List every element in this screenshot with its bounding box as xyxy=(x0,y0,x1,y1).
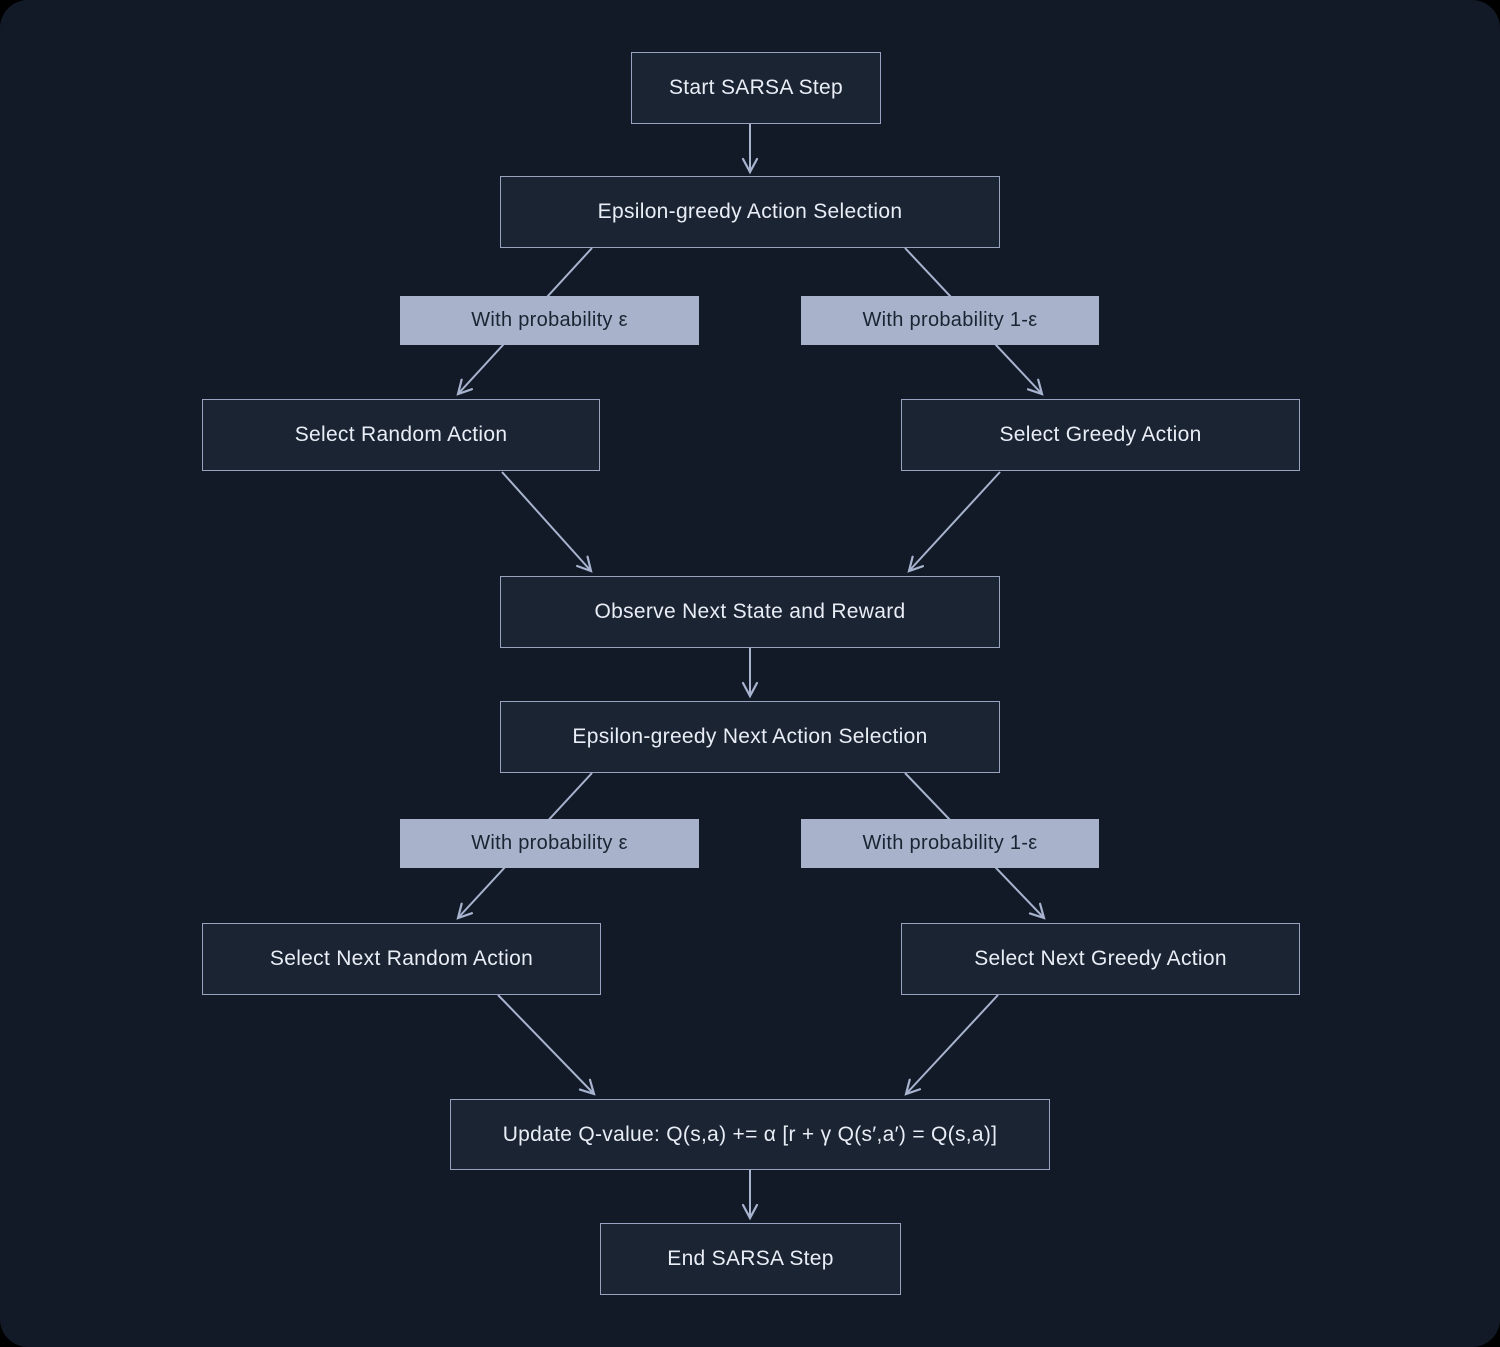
node-epsilon-greedy-action-selection: Epsilon-greedy Action Selection xyxy=(500,176,1000,248)
node-start-sarsa-step: Start SARSA Step xyxy=(631,52,881,124)
edge-label-text: With probability ε xyxy=(471,309,628,331)
node-select-random-label: Select Random Action xyxy=(294,423,508,447)
node-observe-next-state-and-reward: Observe Next State and Reward xyxy=(500,576,1000,648)
edge-label-text: With probability ε xyxy=(471,832,628,854)
node-eps-action-label: Epsilon-greedy Action Selection xyxy=(597,200,903,224)
node-select-greedy-action: Select Greedy Action xyxy=(901,399,1300,471)
node-observe-label: Observe Next State and Reward xyxy=(594,600,906,624)
edge-select-greedy-to-observe xyxy=(907,471,1001,573)
node-eps-next-label: Epsilon-greedy Next Action Selection xyxy=(572,725,928,749)
edge-select-next-greedy-to-update-q xyxy=(904,994,999,1096)
node-select-next-greedy-label: Select Next Greedy Action xyxy=(974,947,1227,971)
edge-select-random-to-observe xyxy=(501,471,593,573)
edge-label-with-probability-1-minus-epsilon-1: With probability 1-ε xyxy=(801,296,1099,345)
node-epsilon-greedy-next-action-selection: Epsilon-greedy Next Action Selection xyxy=(500,701,1000,773)
node-end-sarsa-step: End SARSA Step xyxy=(600,1223,901,1295)
edge-label-with-probability-1-minus-epsilon-2: With probability 1-ε xyxy=(801,819,1099,868)
node-select-next-random-action: Select Next Random Action xyxy=(202,923,601,995)
node-end-label: End SARSA Step xyxy=(667,1247,834,1271)
edge-select-next-random-to-update-q xyxy=(497,994,596,1096)
edge-label-with-probability-epsilon-2: With probability ε xyxy=(400,819,699,868)
node-update-q-label: Update Q-value: Q(s,a) += α [r + γ Q(s′,… xyxy=(502,1122,998,1146)
node-select-next-random-label: Select Next Random Action xyxy=(269,947,534,971)
node-update-q-value: Update Q-value: Q(s,a) += α [r + γ Q(s′,… xyxy=(450,1099,1050,1170)
node-select-greedy-label: Select Greedy Action xyxy=(999,423,1202,447)
node-select-random-action: Select Random Action xyxy=(202,399,600,471)
node-select-next-greedy-action: Select Next Greedy Action xyxy=(901,923,1300,995)
edge-label-text: With probability 1-ε xyxy=(862,309,1038,331)
node-start-label: Start SARSA Step xyxy=(668,76,844,100)
edge-label-text: With probability 1-ε xyxy=(862,832,1038,854)
edge-label-with-probability-epsilon-1: With probability ε xyxy=(400,296,699,345)
